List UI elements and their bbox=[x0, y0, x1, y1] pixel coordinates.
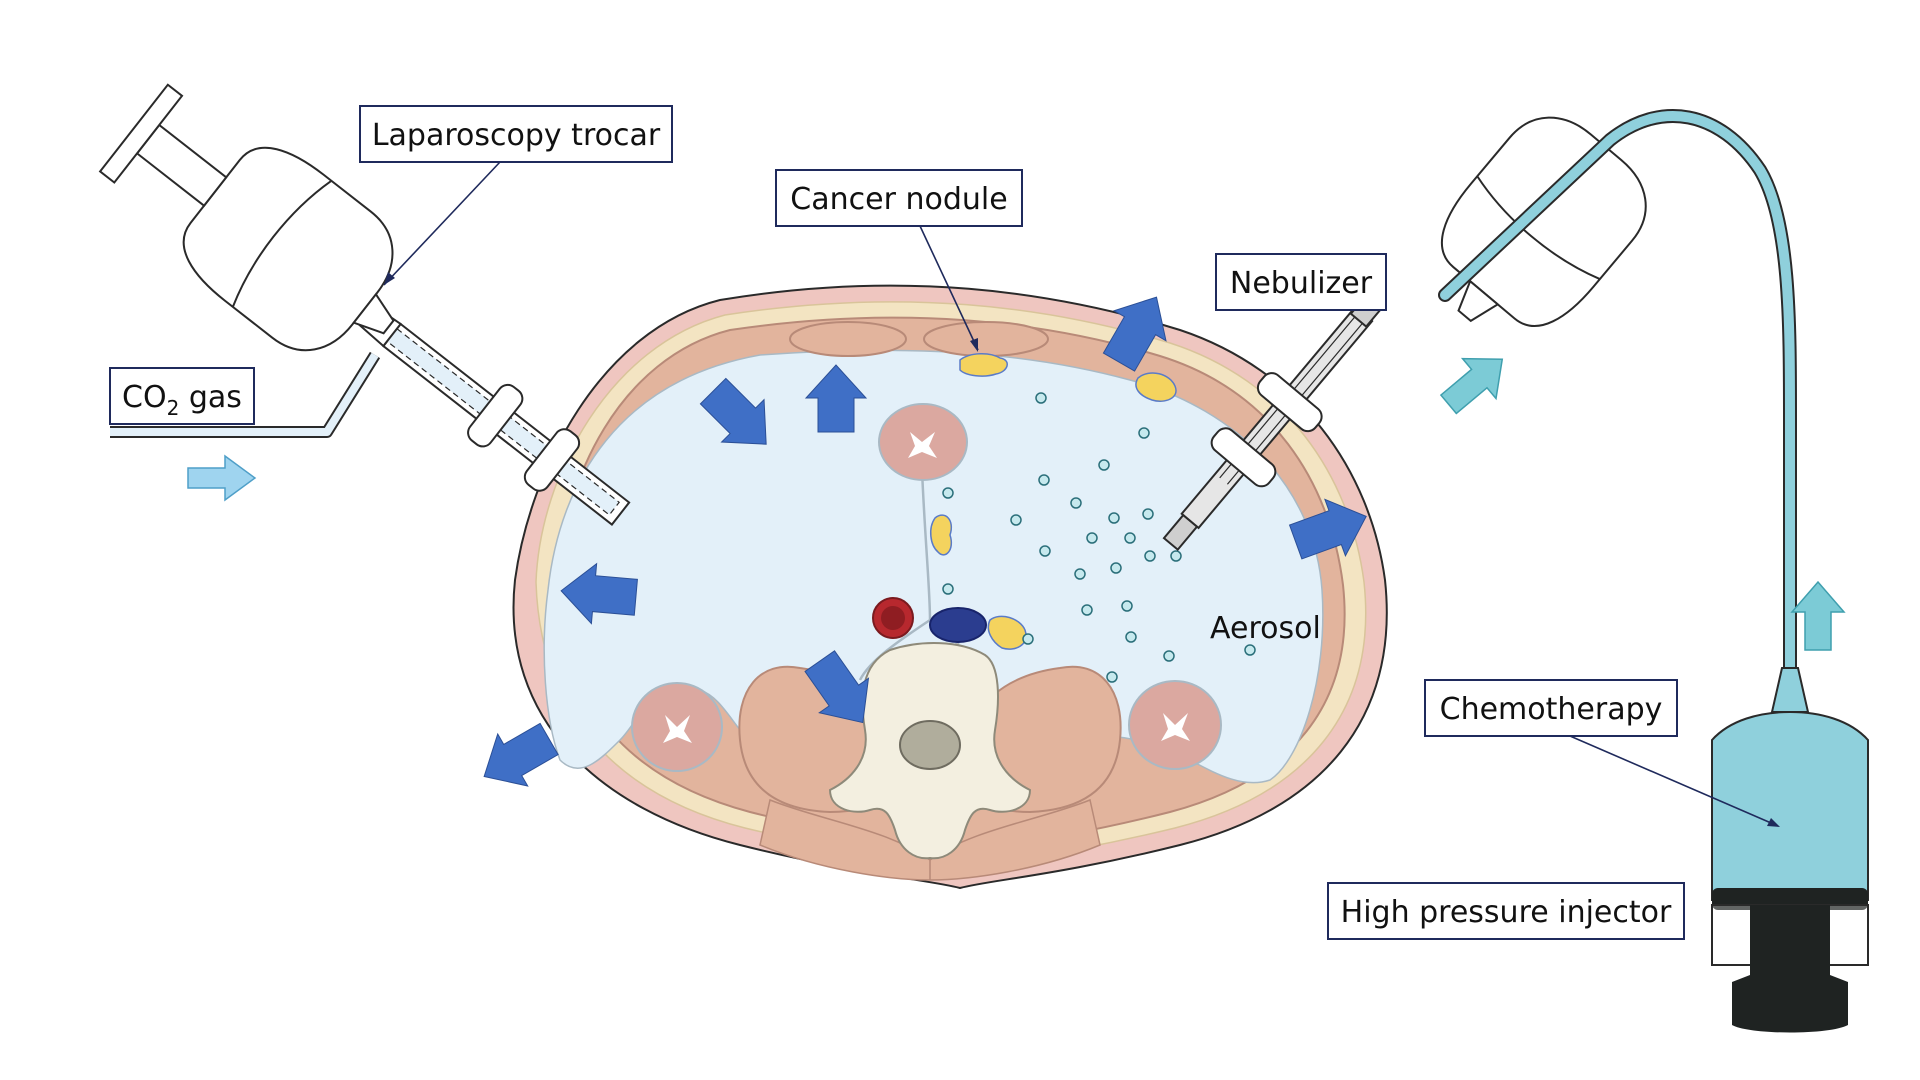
cancer-nodule-4 bbox=[987, 615, 1027, 650]
aorta-lumen bbox=[881, 606, 905, 630]
high-pressure-injector bbox=[1711, 667, 1869, 1033]
nebulizer-handle-body bbox=[1440, 116, 1647, 328]
nebulizer-collar-2 bbox=[1256, 372, 1323, 433]
co2-label: CO2 gas bbox=[122, 380, 242, 420]
pressure-arrow-right bbox=[1288, 498, 1367, 560]
injector-label: High pressure injector bbox=[1341, 895, 1672, 930]
aerosol-direction-arrow bbox=[1439, 357, 1504, 415]
trocar-collar-1 bbox=[467, 383, 524, 448]
bowel-loop-top bbox=[878, 403, 968, 481]
laparoscopy-trocar bbox=[98, 83, 631, 526]
nebulizer-collar-1 bbox=[1210, 427, 1277, 488]
injector-label-box bbox=[1327, 882, 1685, 940]
nodule-label: Cancer nodule bbox=[790, 182, 1007, 217]
nodule-label-box bbox=[775, 169, 1023, 227]
aerosol-label: Aerosol bbox=[1210, 611, 1321, 646]
pressure-arrow-down bbox=[804, 650, 870, 724]
injector-flow-arrow bbox=[1790, 580, 1846, 651]
trocar-label-box bbox=[359, 105, 673, 163]
trocar-collar-2 bbox=[523, 428, 581, 492]
vena-cava bbox=[929, 607, 987, 643]
vertebral-disc bbox=[899, 720, 961, 770]
nebulizer-label-box bbox=[1215, 253, 1387, 311]
nebulizer-label: Nebulizer bbox=[1230, 266, 1373, 301]
erector-muscles bbox=[759, 798, 1101, 881]
bowel-loops bbox=[631, 403, 1222, 772]
rectus-muscle-right bbox=[923, 321, 1049, 357]
chemotherapy-reservoir bbox=[1711, 710, 1869, 901]
trocar-leader-line bbox=[383, 161, 501, 286]
trocar-label: Laparoscopy trocar bbox=[372, 118, 661, 153]
chemotherapy-label-box bbox=[1424, 679, 1678, 737]
abdomen-cross-section bbox=[512, 284, 1388, 890]
rectus-muscle-left bbox=[789, 321, 907, 357]
nodule-leader-line bbox=[919, 225, 979, 351]
cancer-nodule-1 bbox=[959, 353, 1008, 377]
bowel-loop-left bbox=[631, 682, 723, 772]
pressure-arrow-left bbox=[560, 562, 638, 625]
cancer-nodule-2 bbox=[1135, 372, 1177, 402]
cancer-nodules bbox=[930, 353, 1177, 650]
co2-label-box bbox=[109, 367, 255, 425]
chemotherapy-leader-line bbox=[1569, 735, 1779, 827]
pressure-arrow-up bbox=[804, 364, 868, 433]
aerosol-droplets bbox=[942, 392, 1256, 683]
chemotherapy-label: Chemotherapy bbox=[1440, 692, 1663, 727]
pressure-arrows bbox=[483, 296, 1367, 787]
pressure-arrow-upleft bbox=[699, 377, 767, 445]
bowel-loop-right bbox=[1128, 680, 1222, 770]
injector-base bbox=[1732, 905, 1848, 1033]
trocar-plunger-cap bbox=[98, 83, 184, 184]
pressure-arrow-upright bbox=[1102, 296, 1167, 372]
nebulizer-device bbox=[1162, 109, 1797, 697]
co2-flow-arrow bbox=[187, 454, 257, 502]
injector-nozzle bbox=[1770, 667, 1810, 713]
cancer-nodule-3 bbox=[930, 514, 952, 556]
pressure-arrow-downleft bbox=[483, 722, 559, 787]
